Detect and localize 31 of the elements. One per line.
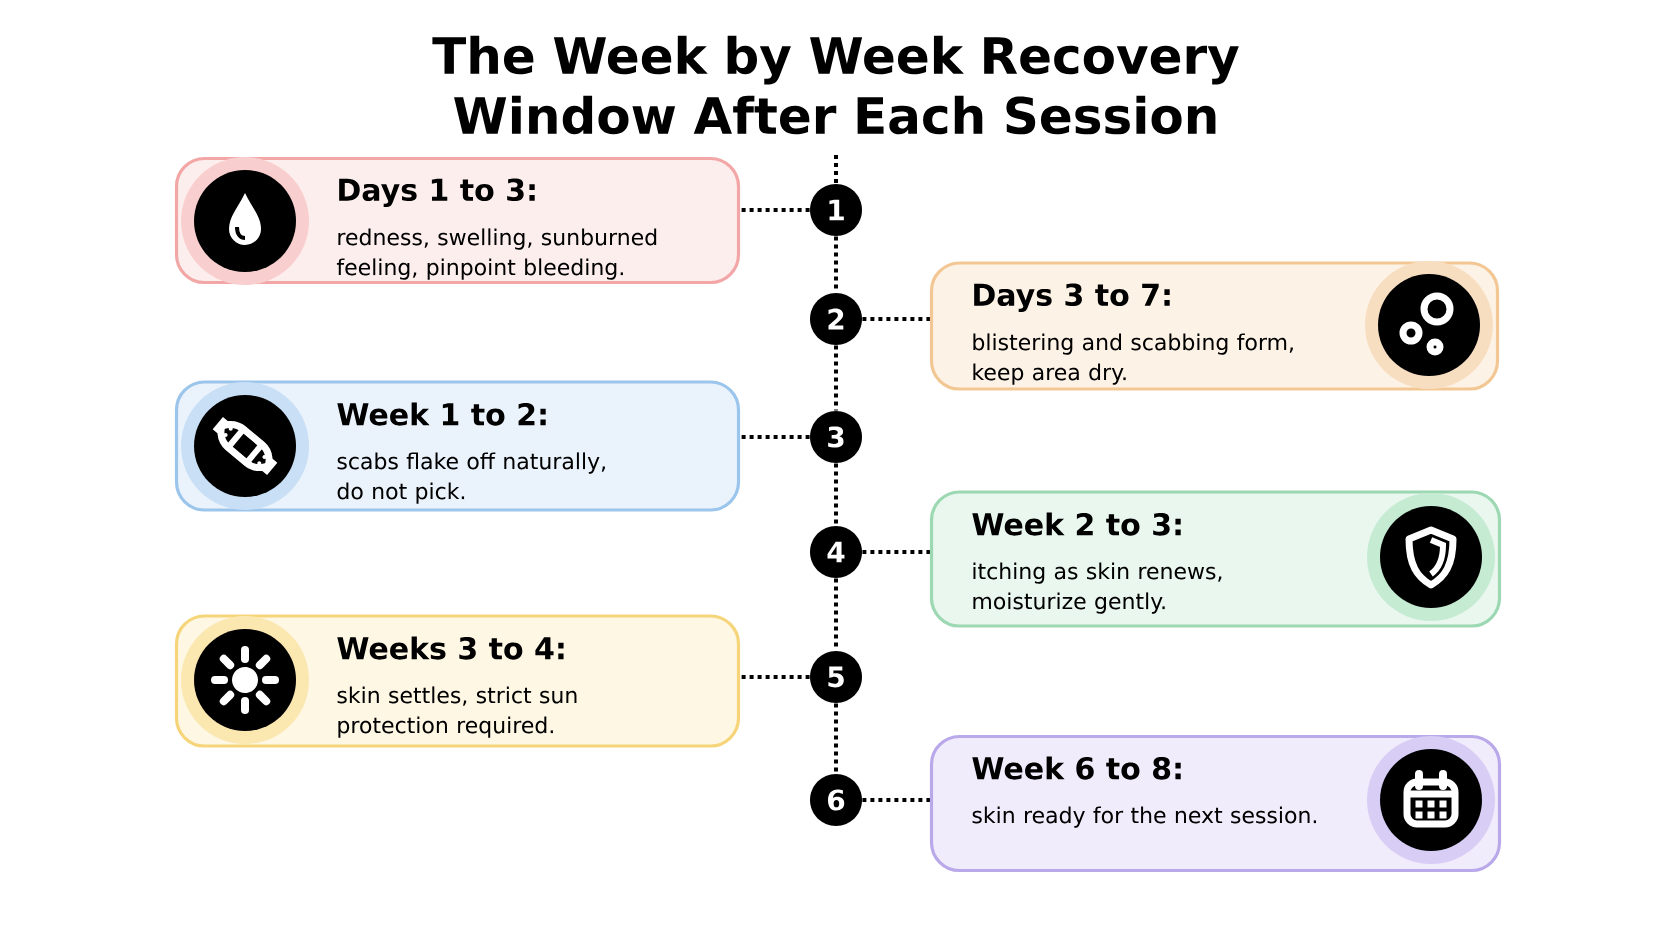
dotted-connector — [834, 703, 838, 774]
card-heading: Week 1 to 2: — [337, 402, 546, 426]
title: The Week by Week Recovery Window After Each Session — [432, 35, 1239, 135]
card-heading: Weeks 3 to 4: — [337, 636, 564, 660]
dotted-connector — [740, 435, 810, 439]
card-description: skin ready for the next session. — [972, 806, 1317, 828]
dotted-connector — [740, 208, 810, 212]
dotted-connector — [862, 798, 930, 802]
card-heading: Week 2 to 3: — [972, 512, 1181, 536]
card-heading: Week 6 to 8: — [972, 756, 1181, 780]
dotted-connector — [834, 345, 838, 411]
card-description: redness, swelling, sunburned feeling, pinpoint bleeding. — [336, 228, 657, 280]
step-number: 2 — [810, 293, 862, 345]
dotted-connector — [834, 463, 838, 526]
dotted-connector — [834, 236, 838, 293]
card-description: skin settles, strict sun protection required. — [337, 686, 577, 738]
step-number: 3 — [810, 411, 862, 463]
dotted-connector — [740, 675, 810, 679]
card-description: scabs flake off naturally, do not pick. — [337, 452, 605, 504]
card-description: itching as skin renews, moisturize gently. — [973, 562, 1222, 614]
step-number: 1 — [810, 184, 862, 236]
dotted-connector — [834, 155, 838, 184]
step-number: 6 — [810, 774, 862, 826]
card-heading: Days 3 to 7: — [974, 283, 1170, 313]
step-number: 4 — [810, 526, 862, 578]
dotted-connector — [862, 317, 930, 321]
card-heading: Days 1 to 3: — [339, 178, 535, 208]
dotted-connector — [862, 550, 930, 554]
step-number: 5 — [810, 651, 862, 703]
card-description: blistering and scabbing form, keep area dry. — [973, 333, 1293, 385]
dotted-connector — [834, 578, 838, 651]
